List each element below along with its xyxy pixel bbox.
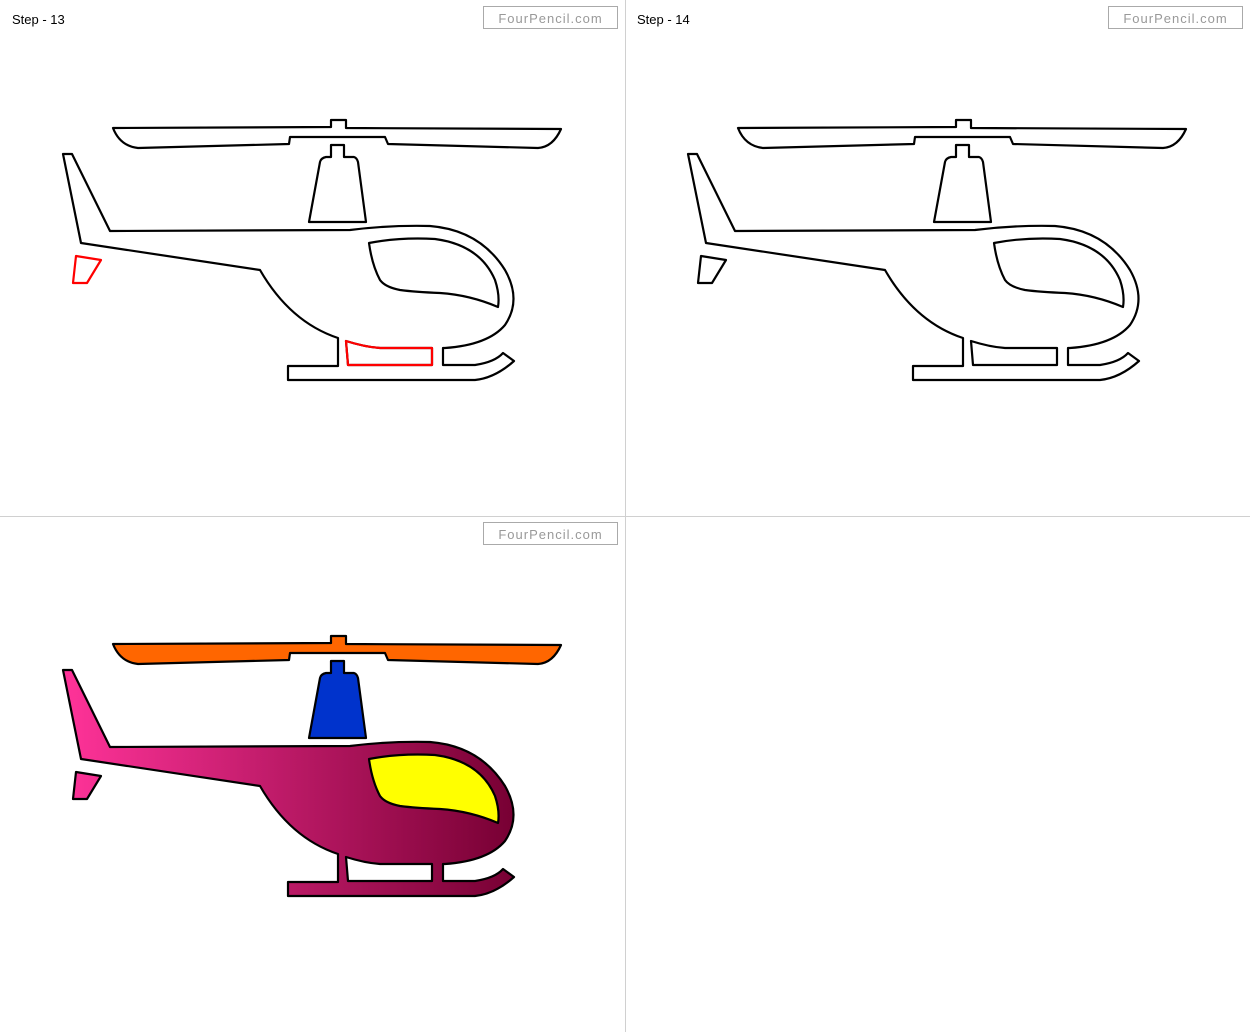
tail-fin xyxy=(71,254,103,285)
panel-divider-horizontal xyxy=(0,516,1250,517)
rotor-mast xyxy=(307,659,368,740)
rotor-blade xyxy=(111,634,563,666)
rotor-blade xyxy=(111,118,563,150)
cabin-opening-highlight xyxy=(344,339,434,367)
helicopter-drawing xyxy=(686,118,1188,382)
fuselage xyxy=(61,668,516,898)
rotor-mast xyxy=(932,143,993,224)
step-label: Step - 13 xyxy=(12,12,65,27)
panel-final-colored: FourPencil.com xyxy=(0,516,625,1032)
tail-fin xyxy=(71,770,103,801)
watermark: FourPencil.com xyxy=(483,522,618,545)
rotor-blade xyxy=(736,118,1188,150)
cockpit-window xyxy=(367,237,500,309)
panel-step-13: Step - 13 FourPencil.com xyxy=(0,0,625,516)
watermark: FourPencil.com xyxy=(483,6,618,29)
fuselage xyxy=(686,152,1141,382)
panel-step-14: Step - 14 FourPencil.com xyxy=(625,0,1250,516)
tail-fin xyxy=(696,254,728,285)
helicopter-drawing xyxy=(61,118,563,382)
watermark: FourPencil.com xyxy=(1108,6,1243,29)
step-label: Step - 14 xyxy=(637,12,690,27)
rotor-mast xyxy=(307,143,368,224)
helicopter-colored xyxy=(61,634,563,898)
cockpit-window xyxy=(367,753,500,825)
cockpit-window xyxy=(992,237,1125,309)
